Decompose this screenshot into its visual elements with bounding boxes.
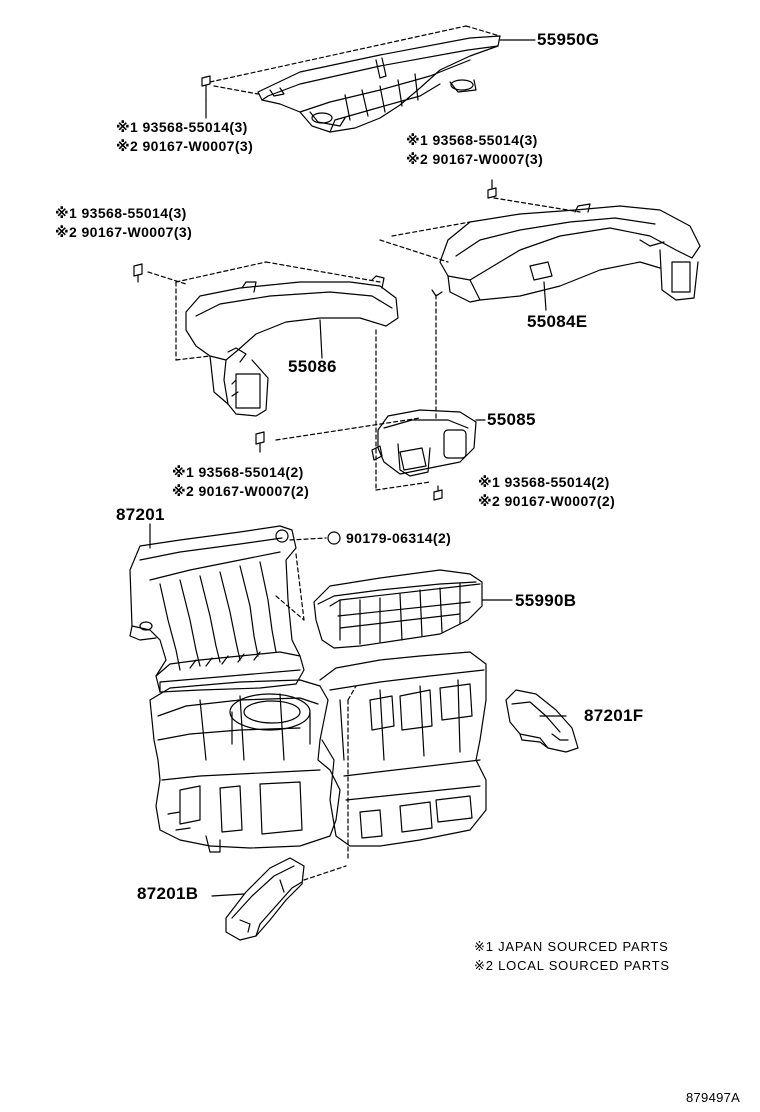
housing-55990b-drawing — [313, 569, 513, 649]
screw-callout-line1: ※1 93568-55014(3) — [406, 132, 538, 148]
cover-87201-drawing — [129, 523, 327, 693]
part-label-55950g[interactable]: 55950G — [537, 30, 600, 49]
legend: ※1 JAPAN SOURCED PARTS ※2 LOCAL SOURCED … — [474, 937, 670, 975]
part-label-55084e[interactable]: 55084E — [527, 312, 588, 331]
duct-55950g-drawing — [209, 25, 536, 133]
screw-callout[interactable]: ※1 93568-55014(3) ※2 90167-W0007(3) — [406, 131, 543, 169]
screw-callout-line1: ※1 93568-55014(3) — [55, 205, 187, 221]
screw-icon — [201, 75, 211, 119]
screw-callout-line1: ※1 93568-55014(2) — [478, 474, 610, 490]
screw-callout[interactable]: ※1 93568-55014(2) ※2 90167-W0007(2) — [172, 463, 309, 501]
part-label-55086[interactable]: 55086 — [288, 357, 337, 376]
screw-icon — [255, 431, 265, 453]
screw-icon — [433, 485, 443, 501]
nut-icon — [327, 531, 341, 545]
legend-item-local: ※2 LOCAL SOURCED PARTS — [474, 958, 670, 973]
part-label-55990b[interactable]: 55990B — [515, 591, 577, 610]
part-label-87201f[interactable]: 87201F — [584, 706, 644, 725]
screw-callout-line2: ※2 90167-W0007(2) — [172, 483, 310, 499]
screw-callout-line2: ※2 90167-W0007(3) — [116, 138, 254, 154]
hvac-unit-drawing — [149, 651, 487, 881]
screw-callout-line1: ※1 93568-55014(2) — [172, 464, 304, 480]
screw-callout[interactable]: ※1 93568-55014(3) ※2 90167-W0007(3) — [116, 118, 253, 156]
screw-callout-line2: ※2 90167-W0007(3) — [55, 224, 193, 240]
screw-icon — [487, 179, 497, 199]
screw-callout-line2: ※2 90167-W0007(2) — [478, 493, 616, 509]
screw-callout-line2: ※2 90167-W0007(3) — [406, 151, 544, 167]
screw-callout[interactable]: ※1 93568-55014(2) ※2 90167-W0007(2) — [478, 473, 615, 511]
duct-55085-drawing — [275, 409, 486, 477]
duct-87201f-drawing — [505, 689, 579, 753]
screw-callout-line1: ※1 93568-55014(3) — [116, 119, 248, 135]
duct-87201b-drawing — [211, 857, 305, 941]
duct-55084e-drawing — [379, 197, 701, 421]
screw-icon — [133, 263, 143, 283]
part-label-87201[interactable]: 87201 — [116, 505, 165, 524]
duct-55086-drawing — [147, 261, 431, 491]
part-label-90179-06314[interactable]: 90179-06314(2) — [346, 530, 452, 546]
screw-callout[interactable]: ※1 93568-55014(3) ※2 90167-W0007(3) — [55, 204, 192, 242]
legend-item-japan: ※1 JAPAN SOURCED PARTS — [474, 939, 669, 954]
part-label-87201b[interactable]: 87201B — [137, 884, 199, 903]
diagram-code: 879497A — [686, 1090, 741, 1105]
part-label-55085[interactable]: 55085 — [487, 410, 536, 429]
